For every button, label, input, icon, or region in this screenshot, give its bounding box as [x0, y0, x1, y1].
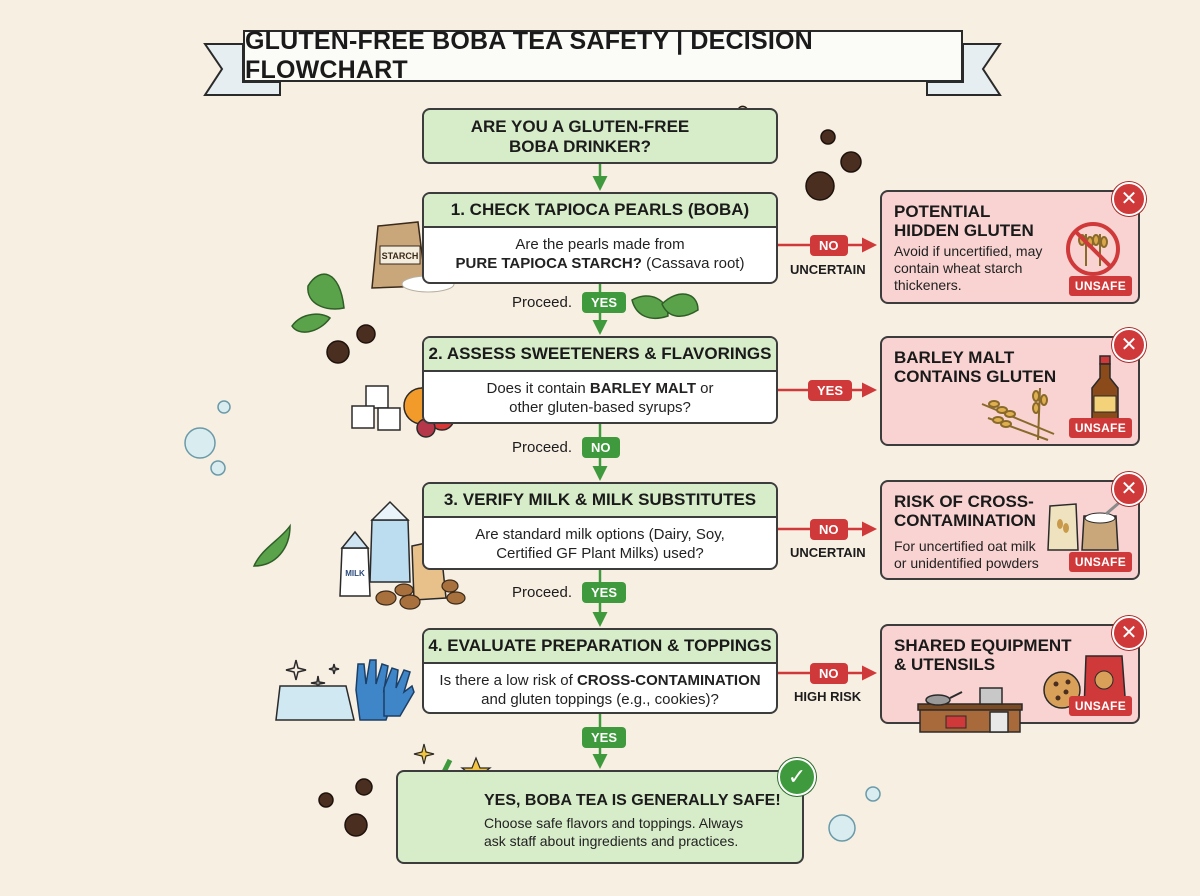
risk-3-title: RISK OF CROSS- CONTAMINATION	[894, 492, 1036, 530]
step-4-box: 4. EVALUATE PREPARATION & TOPPINGS Is th…	[422, 628, 778, 714]
step-3-box: 3. VERIFY MILK & MILK SUBSTITUTES Are st…	[422, 482, 778, 570]
step-1-box: 1. CHECK TAPIOCA PEARLS (BOBA) Are the p…	[422, 192, 778, 284]
wheat-icon	[981, 387, 1055, 441]
leaf-icon	[252, 273, 699, 567]
risk-2-title: BARLEY MALT CONTAINS GLUTEN	[894, 348, 1057, 386]
x-icon: ✕	[1112, 472, 1146, 506]
step-3-no-pill: NO	[810, 519, 848, 540]
step-2-question: Does it contain BARLEY MALT or other glu…	[486, 380, 714, 416]
risk-3-body: For uncertified oat milk or unidentified…	[894, 538, 1039, 571]
step-1-title: 1. CHECK TAPIOCA PEARLS (BOBA)	[424, 194, 776, 228]
bubble-icon	[184, 400, 881, 842]
svg-text:STARCH: STARCH	[382, 251, 419, 261]
step-3-title: 3. VERIFY MILK & MILK SUBSTITUTES	[424, 484, 776, 518]
step-4-title: 4. EVALUATE PREPARATION & TOPPINGS	[424, 630, 776, 664]
step-3-uncertain-note: UNCERTAIN	[790, 545, 866, 560]
step-2-proceed-label: Proceed.	[512, 439, 573, 456]
risk-4-title: SHARED EQUIPMENT & UTENSILS	[894, 636, 1072, 674]
step-3-proceed-label: Proceed.	[512, 584, 573, 601]
boba-pearl-icon	[318, 129, 862, 837]
start-line2: BOBA DRINKER?	[509, 137, 651, 156]
step-4-question: Is there a low risk of CROSS-CONTAMINATI…	[439, 672, 761, 708]
kitchen-icon	[917, 687, 1023, 733]
step-2-yes-pill: YES	[808, 380, 853, 401]
check-icon: ✓	[778, 758, 816, 796]
step-3-question: Are standard milk options (Dairy, Soy, C…	[475, 526, 725, 562]
step-2-box: 2. ASSESS SWEETENERS & FLAVORINGS Does i…	[422, 336, 778, 424]
risk-1-body: Avoid if uncertified, may contain wheat …	[894, 243, 1043, 293]
step-4-yes-pill: YES	[582, 727, 627, 748]
step-4-high-risk-note: HIGH RISK	[794, 689, 862, 704]
risk-4-box: SHARED EQUIPMENT & UTENSILS UNSAFE ✕	[880, 616, 1146, 733]
step-1-yes-pill: YES	[582, 292, 627, 313]
risk-1-unsafe-badge: UNSAFE	[1068, 276, 1132, 296]
final-safe-box: YES, BOBA TEA IS GENERALLY SAFE! Choose …	[396, 758, 816, 864]
step-1-uncertain-note: UNCERTAIN	[790, 262, 866, 277]
nuts-icon	[375, 579, 466, 610]
step-2-no-pill: NO	[582, 437, 620, 458]
final-title: YES, BOBA TEA IS GENERALLY SAFE!	[484, 792, 781, 809]
beer-bottle-icon	[1091, 355, 1119, 425]
x-icon: ✕	[1112, 328, 1146, 362]
start-node: ARE YOU A GLUTEN-FREE BOBA DRINKER?	[422, 108, 778, 164]
risk-1-box: POTENTIAL HIDDEN GLUTEN Avoid if uncerti…	[880, 182, 1146, 304]
banner-ribbon-right	[926, 43, 1002, 96]
risk-2-unsafe-badge: UNSAFE	[1068, 418, 1132, 438]
page-title: GLUTEN-FREE BOBA TEA SAFETY | DECISION F…	[243, 27, 963, 84]
risk-2-box: BARLEY MALT CONTAINS GLUTEN UNSAFE ✕	[880, 328, 1146, 446]
risk-3-unsafe-badge: UNSAFE	[1068, 552, 1132, 572]
banner-ribbon-left	[203, 43, 281, 96]
glove-icon	[355, 659, 415, 721]
final-body: Choose safe flavors and toppings. Always…	[484, 815, 744, 849]
sugar-cube-icon	[351, 385, 401, 431]
x-icon: ✕	[1112, 616, 1146, 650]
step-1-proceed-label: Proceed.	[512, 294, 573, 311]
step-4-no-pill: NO	[810, 663, 848, 684]
risk-4-unsafe-badge: UNSAFE	[1068, 696, 1132, 716]
step-3-yes-pill: YES	[582, 582, 627, 603]
risk-1-title: POTENTIAL HIDDEN GLUTEN	[894, 202, 1034, 240]
step-1-question: Are the pearls made from PURE TAPIOCA ST…	[455, 236, 745, 272]
step-2-title: 2. ASSESS SWEETENERS & FLAVORINGS	[424, 338, 776, 372]
tray-icon	[275, 685, 355, 721]
step-1-no-pill: NO	[810, 235, 848, 256]
risk-3-box: RISK OF CROSS- CONTAMINATION For uncerti…	[880, 472, 1146, 580]
no-wheat-icon	[1066, 222, 1120, 276]
x-icon: ✕	[1112, 182, 1146, 216]
start-line1: ARE YOU A GLUTEN-FREE	[470, 117, 690, 136]
svg-text:MILK: MILK	[345, 569, 365, 578]
grain-bag-icon	[1047, 500, 1121, 551]
